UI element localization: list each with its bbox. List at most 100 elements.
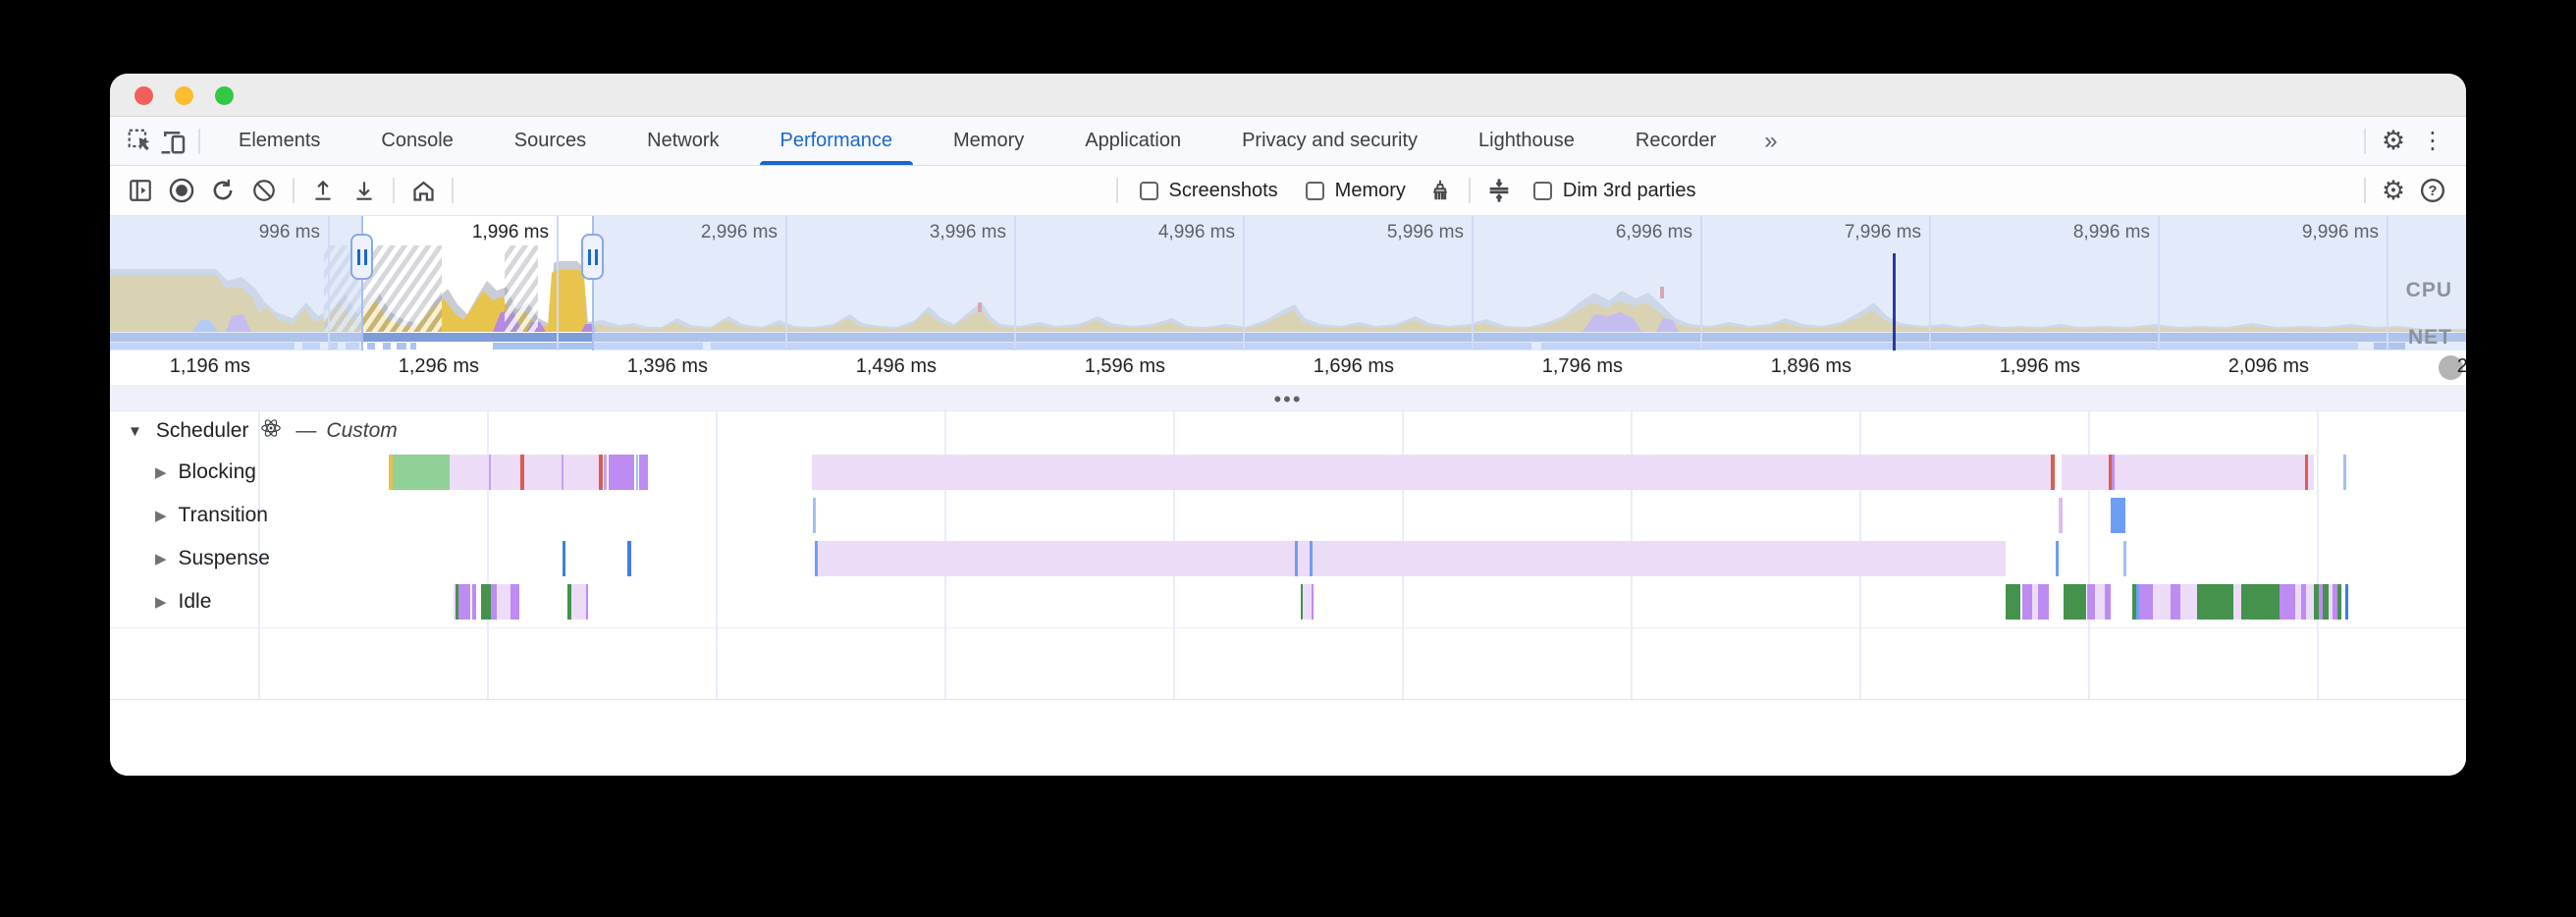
track-label-idle[interactable]: ▶Idle [155, 584, 211, 620]
checkbox-box[interactable] [1305, 181, 1324, 200]
save-profile-icon[interactable] [344, 171, 385, 210]
flame-event[interactable] [2241, 584, 2280, 620]
flame-event[interactable] [815, 541, 2006, 576]
help-icon[interactable]: ? [2413, 171, 2452, 210]
track-label-transition[interactable]: ▶Transition [155, 498, 268, 533]
flame-event[interactable] [563, 541, 565, 576]
settings-gear-icon[interactable]: ⚙ [2381, 126, 2406, 155]
flame-event[interactable] [1295, 541, 1298, 576]
tab-network[interactable]: Network [647, 130, 720, 151]
flame-event[interactable] [567, 584, 571, 620]
flame-event[interactable] [599, 455, 603, 490]
tab-sources[interactable]: Sources [513, 130, 587, 151]
tab-elements[interactable]: Elements [239, 130, 321, 151]
flame-event[interactable] [2111, 498, 2125, 533]
flame-event[interactable] [520, 455, 524, 490]
flame-event[interactable] [813, 498, 816, 533]
flame-event[interactable] [2132, 584, 2136, 620]
flame-event[interactable] [812, 455, 2051, 490]
tab-console[interactable]: Console [381, 130, 454, 151]
dimmed-region-left[interactable] [110, 216, 362, 351]
flame-event[interactable] [636, 455, 638, 490]
flame-event[interactable] [2306, 584, 2314, 620]
flame-event[interactable] [2308, 455, 2314, 490]
home-icon[interactable] [402, 171, 444, 210]
expand-triangle-icon[interactable]: ▶ [155, 464, 167, 481]
flame-event[interactable] [393, 455, 450, 490]
toggle-sidebar-icon[interactable] [120, 171, 161, 210]
track-label-blocking[interactable]: ▶Blocking [155, 455, 256, 490]
pane-resize-divider[interactable]: ••• [110, 386, 2466, 411]
window-left-handle[interactable] [350, 234, 373, 280]
track-lane-blocking[interactable]: ▶Blocking [110, 455, 2466, 490]
track-lane-suspense[interactable]: ▶Suspense [110, 541, 2466, 576]
flame-event[interactable] [1303, 584, 1312, 620]
flame-event[interactable] [2314, 584, 2319, 620]
flame-event[interactable] [2123, 541, 2126, 576]
customize-devtools-icon[interactable]: ⋮ [2421, 128, 2444, 154]
flame-event[interactable] [2032, 584, 2038, 620]
flame-event[interactable] [491, 584, 497, 620]
flame-event[interactable] [2233, 584, 2241, 620]
flame-event[interactable] [2280, 584, 2295, 620]
tab-privacy-and-security[interactable]: Privacy and security [1242, 130, 1419, 151]
flame-event[interactable] [2064, 584, 2086, 620]
flame-event[interactable] [2329, 584, 2333, 620]
expand-triangle-icon[interactable]: ▶ [155, 551, 167, 567]
flame-event[interactable] [2006, 584, 2020, 620]
flame-event[interactable] [2038, 584, 2049, 620]
flame-event[interactable] [2323, 584, 2329, 620]
tab-lighthouse[interactable]: Lighthouse [1478, 130, 1575, 151]
close-window-button[interactable] [134, 86, 153, 105]
flame-event[interactable] [2136, 584, 2139, 620]
flame-event[interactable] [604, 455, 607, 490]
flame-event[interactable] [510, 584, 519, 620]
flame-event[interactable] [2337, 584, 2341, 620]
flame-event[interactable] [2115, 455, 2305, 490]
flame-event[interactable] [639, 455, 648, 490]
scrollbar-thumb[interactable] [2439, 355, 2463, 380]
checkbox-box[interactable] [1532, 181, 1552, 200]
screenshots-checkbox[interactable]: Screenshots [1139, 180, 1278, 202]
flame-event[interactable] [2180, 584, 2197, 620]
flame-event[interactable] [1301, 584, 1303, 620]
checkbox-box[interactable] [1139, 181, 1158, 200]
flame-event[interactable] [2105, 584, 2111, 620]
flame-event[interactable] [1310, 541, 1313, 576]
flame-event[interactable] [454, 584, 456, 620]
flame-event[interactable] [472, 584, 476, 620]
zoom-window-button[interactable] [215, 86, 234, 105]
flame-event[interactable] [2171, 584, 2180, 620]
dim-3rd-parties-checkbox[interactable]: Dim 3rd parties [1532, 180, 1696, 202]
flame-event[interactable] [562, 455, 564, 490]
load-profile-icon[interactable] [302, 171, 344, 210]
flame-event[interactable] [2343, 455, 2346, 490]
collect-garbage-icon[interactable] [1420, 171, 1461, 210]
capture-settings-gear-icon[interactable]: ⚙ [2381, 175, 2406, 205]
flame-event[interactable] [2305, 455, 2308, 490]
flame-event[interactable] [456, 584, 458, 620]
expand-triangle-icon[interactable]: ▶ [155, 508, 167, 524]
minimize-window-button[interactable] [175, 86, 193, 105]
flame-event[interactable] [627, 541, 631, 576]
flame-event[interactable] [497, 584, 510, 620]
collapse-triangle-icon[interactable]: ▼ [128, 422, 142, 440]
record-icon[interactable] [161, 171, 202, 210]
tab-memory[interactable]: Memory [953, 130, 1025, 151]
track-group-header[interactable]: ▼ Scheduler — Custom [128, 417, 398, 445]
flame-event[interactable] [2345, 584, 2348, 620]
drag-handle-dots[interactable]: ••• [1273, 387, 1303, 411]
memory-checkbox[interactable]: Memory [1305, 180, 1406, 202]
tab-application[interactable]: Application [1085, 130, 1182, 151]
flame-event[interactable] [2062, 455, 2109, 490]
flame-event[interactable] [489, 455, 491, 490]
flame-event[interactable] [2087, 584, 2095, 620]
flame-event[interactable] [2051, 455, 2055, 490]
flame-event[interactable] [2139, 584, 2153, 620]
flame-event[interactable] [609, 455, 634, 490]
flame-event[interactable] [2022, 584, 2032, 620]
flame-event[interactable] [481, 584, 491, 620]
flame-event[interactable] [815, 541, 818, 576]
flame-event[interactable] [586, 584, 588, 620]
